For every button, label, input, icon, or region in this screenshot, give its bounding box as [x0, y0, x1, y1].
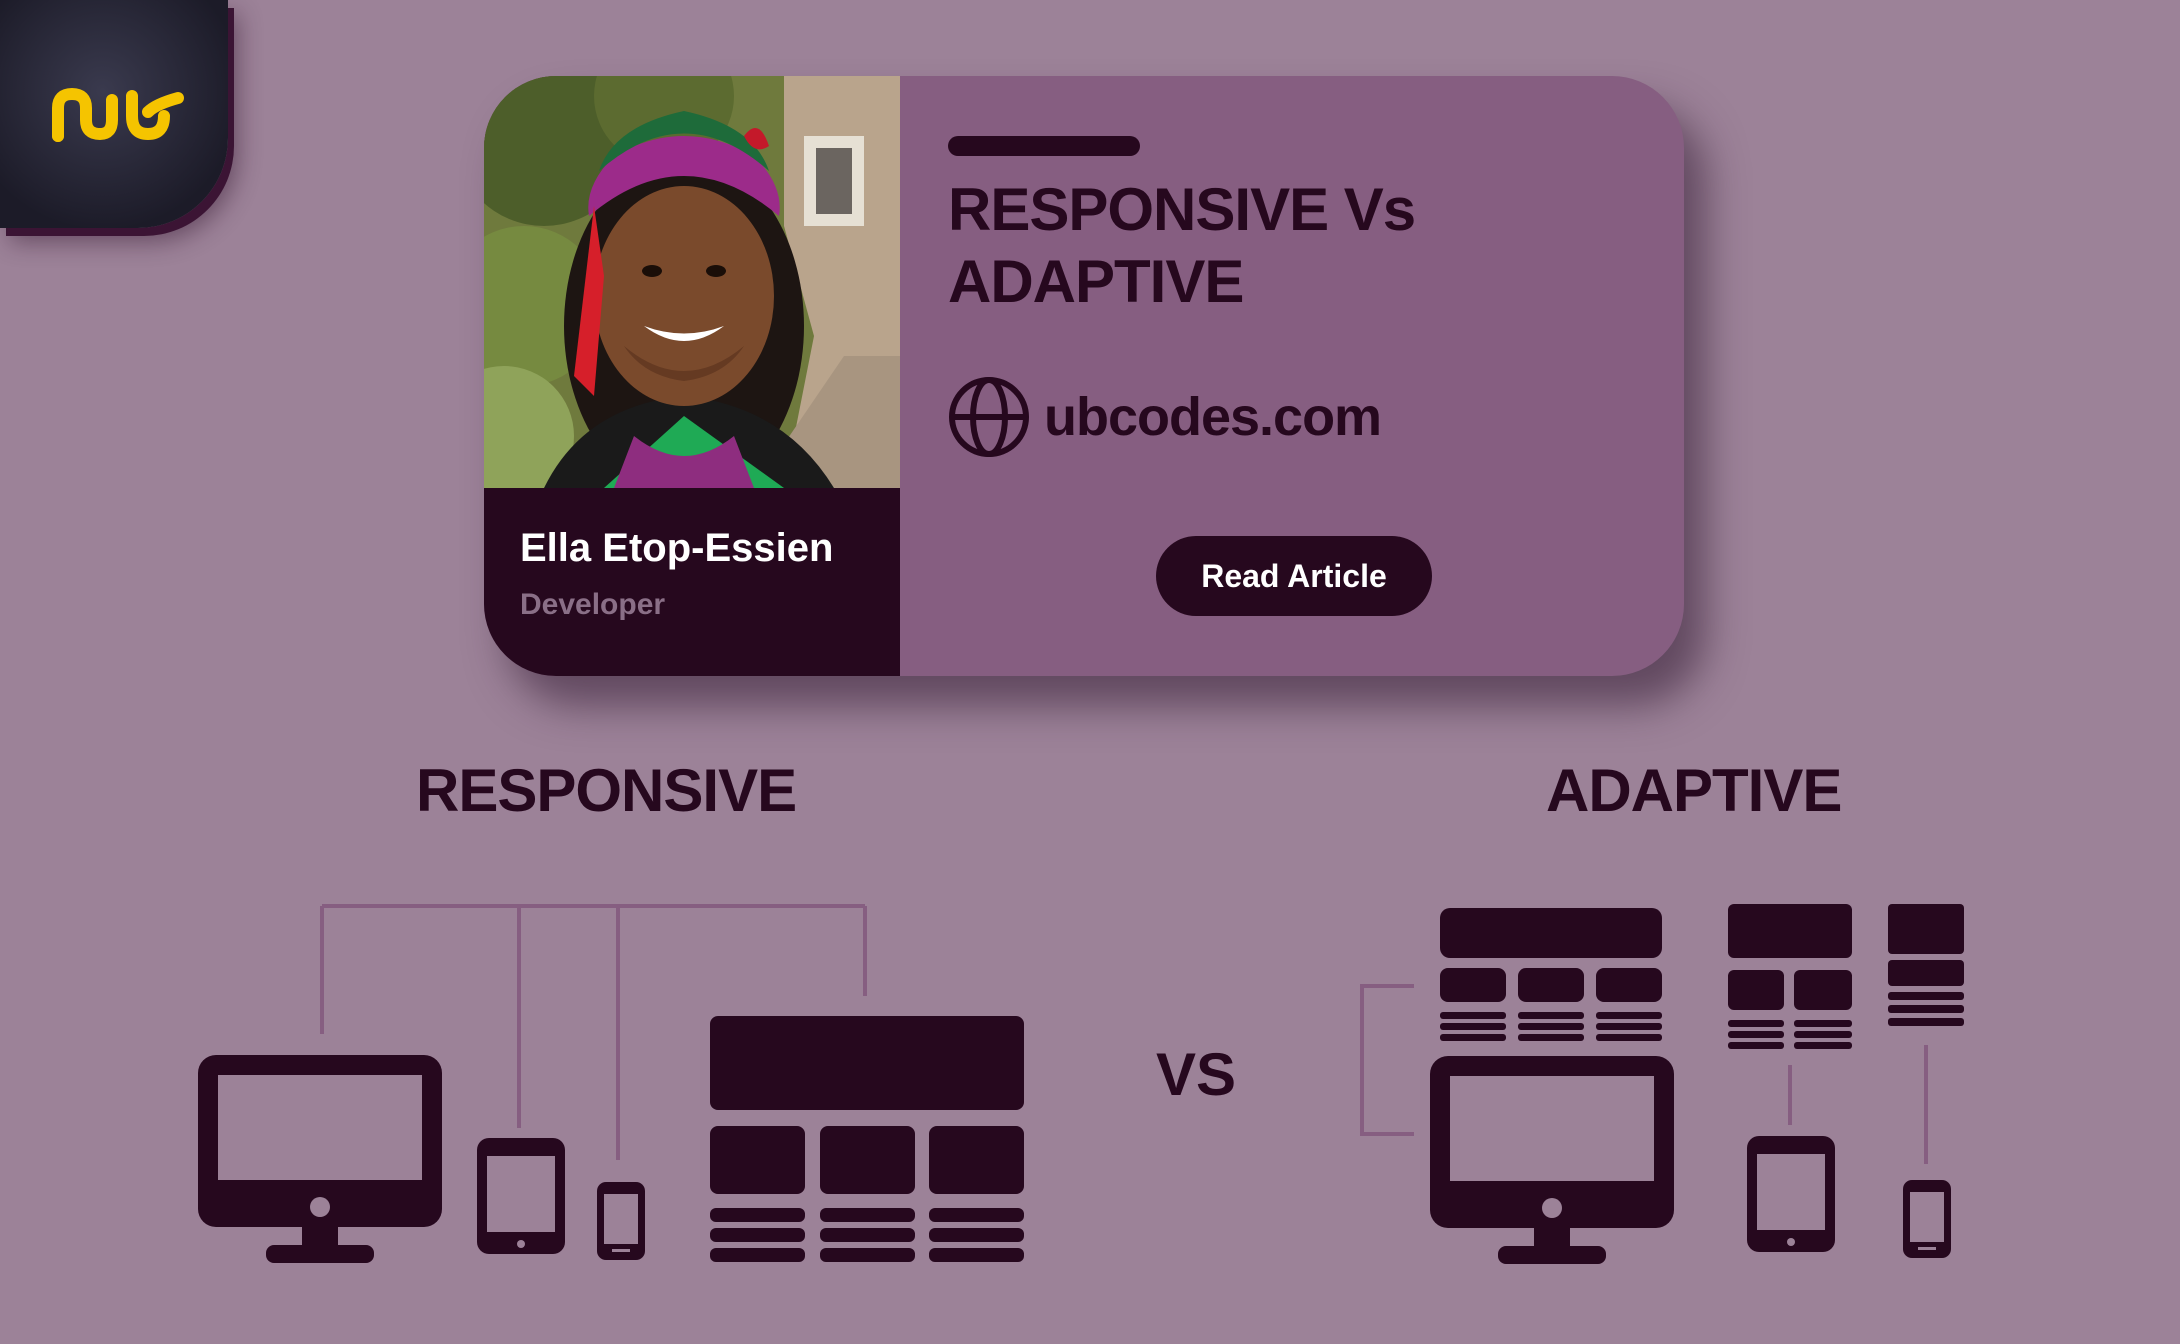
- responsive-connector-lines: [320, 904, 867, 1160]
- title-accent-bar: [948, 136, 1140, 156]
- author-photo: [484, 76, 900, 488]
- author-role: Developer: [520, 588, 666, 621]
- adaptive-heading: ADAPTIVE: [1546, 757, 1842, 824]
- author-name: Ella Etop-Essien: [520, 526, 834, 570]
- read-article-button[interactable]: Read Article: [1156, 536, 1432, 616]
- adaptive-phone-layout-icon: [1888, 904, 1964, 1026]
- adaptive-desktop-layout-icon: [1440, 908, 1662, 1041]
- responsive-phone-icon: [597, 1182, 645, 1260]
- adaptive-tablet-layout-icon: [1728, 904, 1852, 1049]
- adaptive-connector-lines: [1360, 984, 1928, 1164]
- responsive-monitor-icon: [198, 1055, 442, 1263]
- author-panel: Ella Etop-Essien Developer: [484, 76, 900, 676]
- article-title: RESPONSIVE Vs ADAPTIVE: [948, 176, 1416, 315]
- adaptive-phone-icon: [1903, 1180, 1951, 1258]
- website-link[interactable]: ubcodes.com: [1044, 387, 1382, 447]
- responsive-layout-icon: [710, 1016, 1024, 1262]
- vs-label: VS: [1156, 1041, 1237, 1108]
- logo-badge: [0, 0, 228, 228]
- adaptive-tablet-icon: [1747, 1136, 1835, 1252]
- ub-logo-icon: [52, 87, 184, 142]
- globe-icon: [949, 377, 1029, 457]
- responsive-tablet-icon: [477, 1138, 565, 1254]
- adaptive-monitor-icon: [1430, 1056, 1674, 1264]
- responsive-heading: RESPONSIVE: [416, 757, 797, 824]
- article-card: Ella Etop-Essien Developer RESPONSIVE Vs…: [484, 76, 1684, 676]
